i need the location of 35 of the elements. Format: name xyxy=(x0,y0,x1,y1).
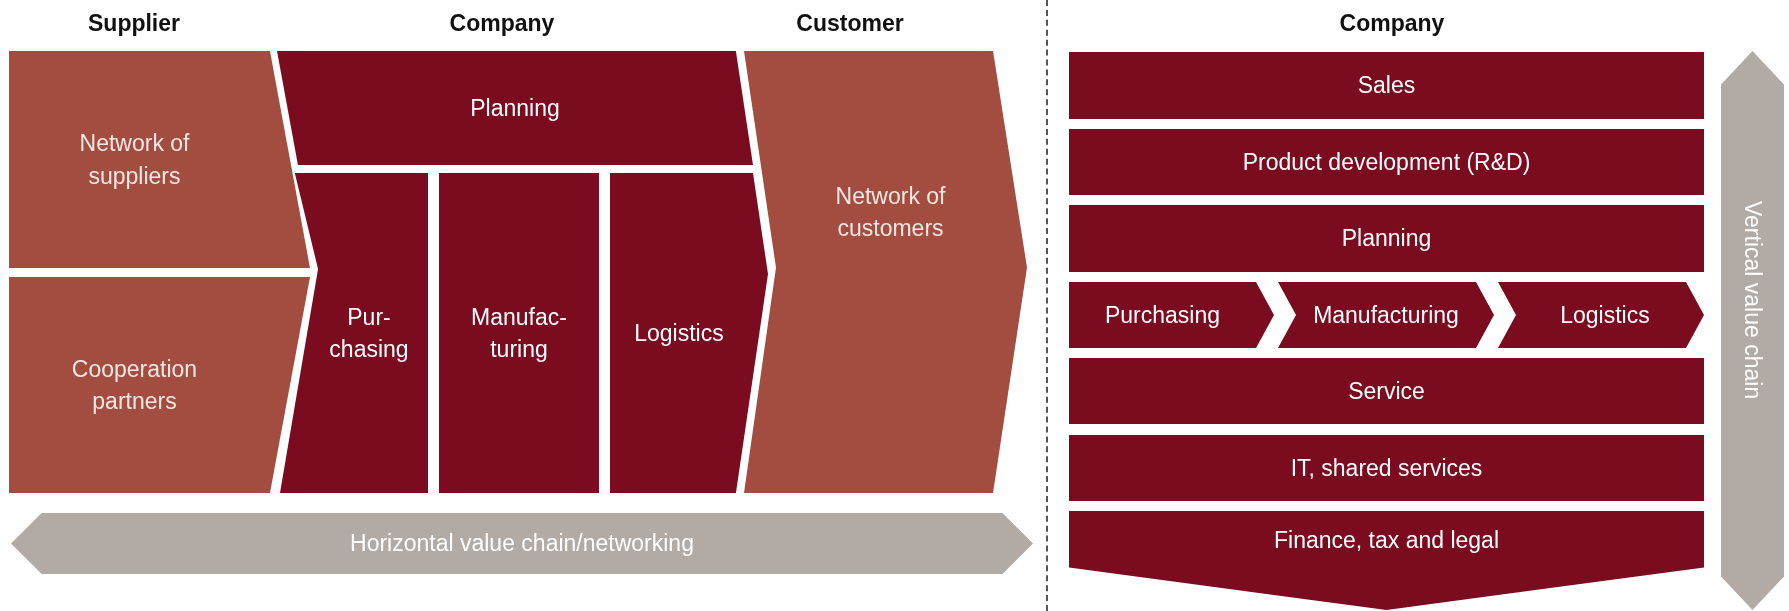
process-bar xyxy=(1069,435,1704,501)
process-bar xyxy=(1069,129,1704,195)
column-heading: Company xyxy=(449,10,555,37)
column-heading: Customer xyxy=(796,10,904,37)
node-label: Planning xyxy=(470,93,560,123)
node-label: Vertical value chain xyxy=(1738,201,1767,400)
node-label: IT, shared services xyxy=(1290,453,1483,483)
node-label: Manufacturing xyxy=(1313,300,1459,330)
chevron-shape xyxy=(9,277,310,493)
node-label: Sales xyxy=(1357,71,1416,101)
process-bar xyxy=(1069,52,1704,119)
chevron-shape xyxy=(9,51,310,268)
chevron-shape xyxy=(277,51,753,165)
node-label: Purchasing xyxy=(1104,300,1221,330)
column-heading: Supplier xyxy=(88,10,180,37)
node-label: Logistics xyxy=(1560,300,1650,330)
node-label: Service xyxy=(1348,376,1425,406)
chevron-shape xyxy=(280,173,428,493)
process-bar xyxy=(1069,358,1704,424)
process-bar xyxy=(439,173,599,493)
node-label: Network of customers xyxy=(834,181,947,243)
node-label: Cooperation partners xyxy=(70,354,199,416)
node-label: Horizontal value chain/networking xyxy=(350,529,694,559)
node-label: Finance, tax and legal xyxy=(1273,526,1499,556)
chevron-shape xyxy=(610,173,768,493)
node-label: Network of suppliers xyxy=(78,129,191,191)
node-label: Manufac- turing xyxy=(470,302,568,364)
process-bar xyxy=(1069,205,1704,272)
node-label: Product development (R&D) xyxy=(1242,147,1531,177)
chevron-shape xyxy=(1069,511,1704,610)
node-label: Logistics xyxy=(634,318,724,348)
node-label: Pur- chasing xyxy=(328,302,410,364)
chevron-shape xyxy=(1069,282,1274,348)
node-label: Planning xyxy=(1341,224,1432,254)
column-heading: Company xyxy=(1339,10,1445,37)
